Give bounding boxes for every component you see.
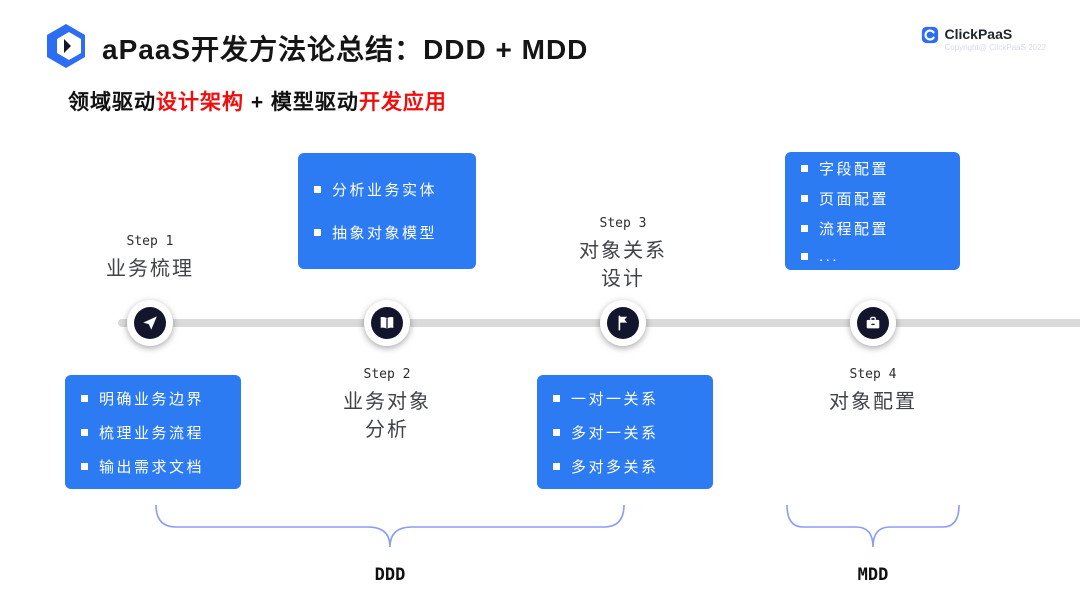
bullet-square-icon: [81, 462, 88, 470]
paper-plane-icon: [134, 307, 166, 339]
step-4-caption: Step 4 对象配置: [783, 367, 963, 416]
callout-item: ...: [801, 248, 944, 265]
step-4-title: 对象配置: [829, 391, 917, 413]
timeline-node-4: [850, 300, 896, 346]
group-label-mdd: MDD: [857, 565, 889, 585]
flag-icon: [607, 307, 639, 339]
group-label-ddd: DDD: [374, 565, 406, 585]
step-3-caption: Step 3 对象关系 设计: [533, 216, 713, 293]
bullet-square-icon: [314, 186, 321, 193]
bullet-square-icon: [314, 229, 321, 236]
callout-item: 梳理业务流程: [81, 422, 225, 443]
callout-item: 多对多关系: [553, 456, 697, 477]
hexagon-logo-icon: [47, 24, 85, 68]
page-title: aPaaS开发方法论总结：DDD + MDD: [102, 34, 589, 65]
bullet-square-icon: [801, 252, 808, 260]
step-4-label: Step 4: [849, 367, 897, 382]
bullet-square-icon: [81, 394, 88, 402]
callout-item: 流程配置: [801, 218, 944, 239]
clickpaas-brand: ClickPaaS Copyright@ ClickPaaS 2022: [921, 26, 1046, 52]
bullet-square-icon: [801, 164, 808, 172]
timeline-node-3: [600, 300, 646, 346]
step-2-caption: Step 2 业务对象 分析: [297, 367, 477, 444]
bullet-square-icon: [553, 428, 560, 436]
mdd-brace: [786, 504, 960, 548]
timeline-node-2: [364, 300, 410, 346]
timeline-line: [118, 319, 1080, 327]
step-3-callout-box: 一对一关系 多对一关系 多对多关系: [537, 375, 713, 489]
timeline-node-1: [127, 300, 173, 346]
clickpaas-logo-icon: [922, 26, 939, 44]
bullet-square-icon: [553, 462, 560, 470]
subtitle-part-red: 开发应用: [358, 91, 447, 114]
callout-item: 分析业务实体: [314, 179, 460, 200]
step-4-callout-box: 字段配置 页面配置 流程配置 ...: [785, 152, 960, 270]
briefcase-icon: [857, 307, 889, 339]
step-1-caption: Step 1 业务梳理: [60, 234, 240, 283]
subtitle-part: 领域驱动: [68, 91, 156, 114]
step-1-callout-box: 明确业务边界 梳理业务流程 输出需求文档: [65, 375, 241, 489]
step-2-label: Step 2: [363, 367, 411, 382]
subtitle-part: + 模型驱动: [244, 91, 359, 114]
callout-item: 多对一关系: [553, 422, 697, 443]
bullet-square-icon: [553, 394, 560, 402]
ddd-brace: [155, 504, 625, 548]
bullet-square-icon: [81, 428, 88, 436]
step-2-title: 业务对象 分析: [343, 391, 431, 441]
copyright-text: Copyright@ ClickPaaS 2022: [944, 43, 1046, 52]
subtitle-part-red: 设计架构: [156, 91, 244, 114]
callout-item: 字段配置: [801, 158, 944, 179]
step-2-callout-box: 分析业务实体 抽象对象模型: [298, 153, 476, 269]
subtitle: 领域驱动设计架构 + 模型驱动开发应用: [68, 86, 447, 116]
step-1-label: Step 1: [126, 234, 174, 249]
bullet-square-icon: [801, 194, 808, 202]
callout-item: 抽象对象模型: [314, 222, 460, 243]
book-icon: [371, 307, 403, 339]
step-1-title: 业务梳理: [106, 258, 194, 280]
bullet-square-icon: [801, 224, 808, 232]
step-3-title: 对象关系 设计: [579, 240, 667, 290]
brand-name: ClickPaaS: [944, 26, 1013, 42]
callout-item: 输出需求文档: [81, 456, 225, 477]
callout-item: 页面配置: [801, 188, 944, 209]
callout-item: 明确业务边界: [81, 388, 225, 409]
step-3-label: Step 3: [599, 216, 647, 231]
callout-item: 一对一关系: [553, 388, 697, 409]
